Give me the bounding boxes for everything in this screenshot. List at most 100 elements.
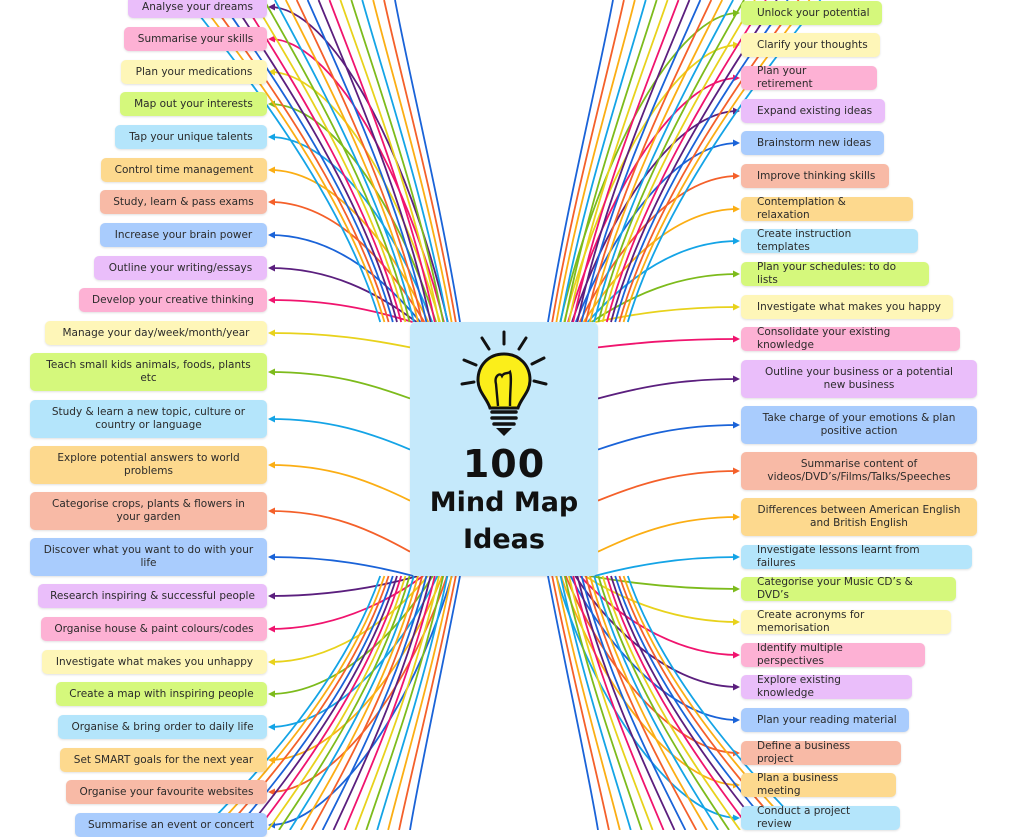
left-topic-node[interactable]: Categorise crops, plants & flowers in yo…	[30, 492, 267, 530]
right-topic-node[interactable]: Take charge of your emotions & plan posi…	[741, 406, 977, 444]
connector-line	[580, 0, 702, 323]
arrowhead-icon	[268, 329, 275, 337]
arrowhead-icon	[268, 264, 275, 272]
right-topic-node[interactable]: Outline your business or a potential new…	[741, 360, 977, 398]
center-title-line2: Ideas	[463, 524, 545, 555]
right-topic-node[interactable]: Plan your reading material	[741, 708, 909, 732]
arrowhead-icon	[733, 683, 740, 691]
connector-line	[584, 575, 698, 830]
right-topic-node[interactable]: Unlock your potential	[741, 1, 882, 25]
right-topic-node[interactable]: Define a business project	[741, 740, 901, 765]
right-topic-node[interactable]: Summarise content of videos/DVD’s/Films/…	[741, 452, 977, 490]
left-topic-node[interactable]: Organise & bring order to daily life	[58, 715, 267, 739]
connector-line	[245, 575, 398, 830]
right-topic-node[interactable]: Plan a business meeting	[741, 772, 896, 797]
left-topic-node[interactable]: Organise your favourite websites	[66, 780, 267, 804]
connector-line	[584, 0, 713, 323]
right-topic-node[interactable]: Investigate what makes you happy	[741, 295, 953, 319]
right-topic-node[interactable]: Improve thinking skills	[741, 164, 889, 188]
connector-line	[269, 38, 445, 323]
right-topic-node[interactable]: Consolidate your existing knowledge	[741, 326, 960, 351]
arrowhead-icon	[733, 303, 740, 311]
arrowhead-icon	[268, 368, 275, 376]
left-topic-node[interactable]: Map out your interests	[120, 92, 267, 116]
left-topic-node[interactable]: Analyse your dreams	[128, 0, 267, 18]
connector-line	[551, 0, 625, 323]
connector-line	[343, 575, 436, 830]
left-topic-node[interactable]: Teach small kids animals, foods, plants …	[30, 353, 267, 391]
left-topic-node[interactable]: Create a map with inspiring people	[56, 682, 267, 706]
left-topic-node[interactable]: Develop your creative thinking	[79, 288, 267, 312]
left-topic-node[interactable]: Set SMART goals for the next year	[60, 748, 267, 772]
right-topic-node[interactable]: Conduct a project review	[741, 805, 900, 830]
right-topic-node[interactable]: Create acronyms for memorisation	[741, 609, 951, 634]
arrowhead-icon	[733, 421, 740, 429]
left-topic-node[interactable]: Control time management	[101, 158, 267, 182]
right-topic-node[interactable]: Expand existing ideas	[741, 99, 885, 123]
central-topic[interactable]: 100 Mind Map Ideas	[410, 322, 598, 576]
connector-line	[597, 424, 739, 451]
connector-line	[555, 0, 636, 323]
left-topic-node[interactable]: Manage your day/week/month/year	[45, 321, 267, 345]
right-topic-node[interactable]: Contemplation & relaxation	[741, 196, 913, 221]
connector-line	[274, 0, 415, 323]
connector-line	[361, 0, 449, 323]
left-topic-node[interactable]: Summarise an event or concert	[75, 813, 267, 837]
connector-line	[201, 575, 382, 830]
connector-line	[597, 470, 739, 502]
connector-line	[387, 575, 453, 830]
connector-line	[580, 575, 687, 830]
left-topic-node[interactable]: Investigate what makes you unhappy	[42, 650, 267, 674]
right-topic-node[interactable]: Differences between American English and…	[741, 498, 977, 536]
arrowhead-icon	[268, 592, 275, 600]
left-topic-node[interactable]: Tap your unique talents	[115, 125, 267, 149]
right-topic-node[interactable]: Plan your schedules: to do lists	[741, 261, 929, 286]
connector-line	[394, 0, 461, 323]
left-topic-node[interactable]: Plan your medications	[121, 60, 267, 84]
right-topic-node[interactable]: Create instruction templates	[741, 228, 918, 253]
arrowhead-icon	[268, 788, 275, 796]
left-topic-node[interactable]: Discover what you want to do with your l…	[30, 538, 267, 576]
connector-line	[263, 0, 411, 323]
right-topic-node[interactable]: Identify multiple perspectives	[741, 642, 925, 667]
left-topic-node[interactable]: Explore potential answers to world probl…	[30, 446, 267, 484]
left-topic-node[interactable]: Study, learn & pass exams	[100, 190, 267, 214]
connector-line	[289, 575, 415, 830]
right-topic-node[interactable]: Brainstorm new ideas	[741, 131, 884, 155]
connector-line	[409, 575, 461, 830]
left-topic-node[interactable]: Increase your brain power	[100, 223, 267, 247]
arrowhead-icon	[733, 139, 740, 147]
left-topic-node[interactable]: Study & learn a new topic, culture or co…	[30, 400, 267, 438]
connector-line	[332, 575, 432, 830]
connector-line	[575, 142, 739, 323]
left-topic-node[interactable]: Outline your writing/essays	[94, 256, 267, 280]
connector-line	[559, 575, 632, 830]
connector-line	[563, 0, 658, 323]
connector-line	[317, 0, 432, 323]
connector-line	[398, 575, 457, 830]
connector-line	[551, 575, 610, 830]
connector-line	[597, 378, 739, 400]
right-topic-node[interactable]: Investigate lessons learnt from failures	[741, 544, 972, 569]
right-topic-node[interactable]: Categorise your Music CD’s & DVD’s	[741, 576, 956, 601]
arrowhead-icon	[268, 415, 275, 423]
connector-line	[572, 0, 680, 323]
connector-line	[597, 516, 739, 553]
arrowhead-icon	[733, 618, 740, 626]
right-topic-node[interactable]: Plan your retirement	[741, 65, 877, 90]
connector-line	[339, 0, 440, 323]
connector-line	[269, 556, 414, 577]
left-topic-node[interactable]: Research inspiring & successful people	[38, 584, 267, 608]
center-number: 100	[462, 442, 546, 486]
right-topic-node[interactable]: Explore existing knowledge	[741, 674, 912, 699]
connector-line	[555, 575, 739, 819]
connector-line	[559, 0, 647, 323]
right-topic-node[interactable]: Clarify your thoughts	[741, 33, 880, 57]
left-topic-node[interactable]: Summarise your skills	[124, 27, 267, 51]
connector-line	[601, 0, 756, 323]
connector-line	[269, 575, 434, 695]
connector-line	[376, 575, 449, 830]
connector-line	[383, 0, 457, 323]
connector-line	[589, 575, 708, 830]
left-topic-node[interactable]: Organise house & paint colours/codes	[41, 617, 267, 641]
